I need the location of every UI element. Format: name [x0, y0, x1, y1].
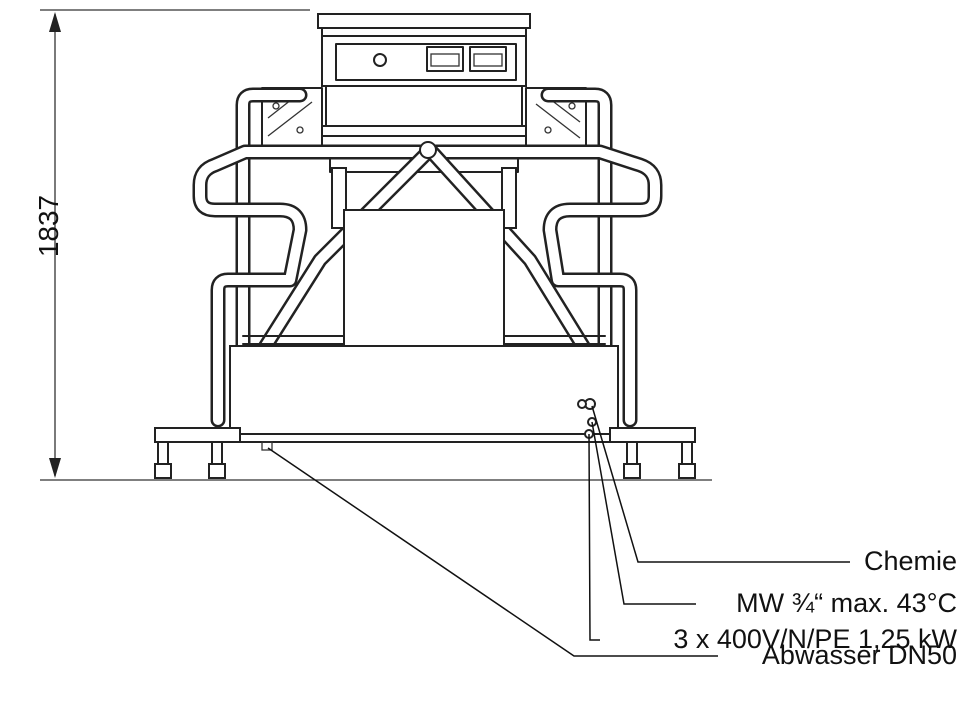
callout-line-drain — [267, 447, 718, 657]
switch-icon — [469, 46, 507, 72]
control-box — [317, 13, 531, 173]
callout-line-mw — [591, 421, 696, 605]
height-dimension — [40, 9, 712, 481]
legs-and-feet — [154, 427, 696, 479]
label-drain: Abwasser DN50 — [761, 640, 957, 670]
indicator-light-icon — [373, 53, 387, 67]
label-power-supply: 3 x 400V/N/PE 1,25 kW — [673, 624, 957, 654]
callout-line-chemie — [591, 405, 850, 563]
callout-line-power — [588, 433, 600, 641]
height-dimension-value: 1837 — [33, 194, 64, 258]
pivot-assembly — [331, 141, 517, 229]
base-tank — [229, 345, 619, 451]
central-container — [343, 209, 505, 357]
label-water-supply: MW ¾“ max. 43°C — [736, 588, 957, 618]
callout-lines — [267, 405, 850, 657]
switch-icon — [426, 46, 464, 72]
label-chemie: Chemie — [863, 546, 957, 576]
